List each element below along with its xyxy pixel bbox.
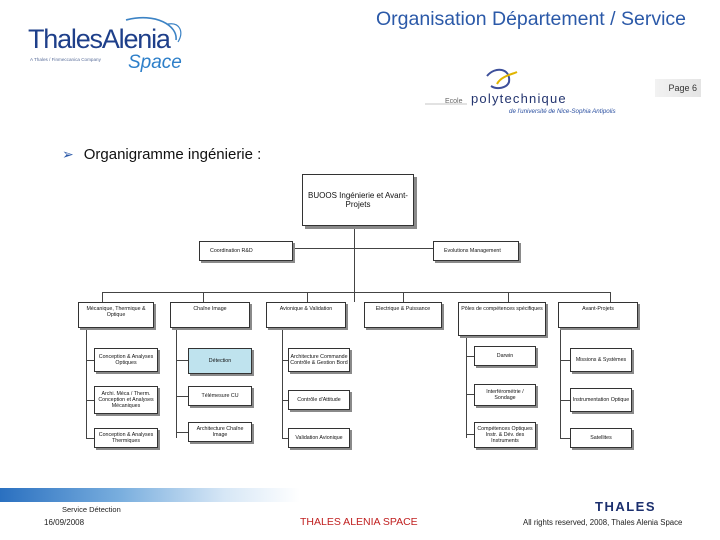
org-box-service: Validation Avionique	[288, 428, 350, 448]
connector-line	[610, 292, 611, 302]
org-box-service: Archi. Méca / Therm. Conception et Analy…	[94, 386, 158, 414]
org-box-service: Darwin	[474, 346, 536, 366]
svg-text:polytechnique: polytechnique	[471, 91, 567, 106]
connector-line	[292, 248, 434, 249]
thales-alenia-space-logo: ThalesAlenia A Thales / Finmeccanica Com…	[28, 16, 182, 73]
footer-rights-a: All rights reserved,	[523, 518, 588, 527]
footer-company: THALES ALENIA SPACE	[300, 516, 418, 528]
svg-text:Ecole: Ecole	[445, 98, 463, 105]
connector-line	[176, 360, 188, 361]
org-box-service-highlighted: Détection	[188, 348, 252, 374]
connector-line	[508, 292, 509, 302]
connector-line	[86, 328, 87, 438]
connector-line	[86, 400, 94, 401]
connector-line	[307, 292, 308, 302]
footer-service-label: Service Détection	[62, 505, 121, 514]
connector-line	[560, 400, 570, 401]
connector-line	[176, 396, 188, 397]
org-box-service: Architecture Chaîne Image	[188, 422, 252, 442]
svg-text:THALES: THALES	[595, 500, 656, 512]
connector-line	[466, 356, 474, 357]
connector-line	[176, 432, 188, 433]
page-title: Organisation Département / Service	[376, 8, 686, 30]
connector-line	[560, 360, 570, 361]
connector-line	[282, 328, 283, 438]
footer-date: 16/09/2008	[44, 518, 85, 527]
connector-line	[354, 228, 355, 302]
arrow-bullet-icon: ➢	[62, 146, 74, 162]
org-box-service: Architecture Commande Contrôle & Gestion…	[288, 348, 350, 372]
section-heading-text: Organigramme ingénierie :	[83, 146, 262, 163]
svg-text:A Thales / Finmeccanica Compan: A Thales / Finmeccanica Company	[30, 57, 102, 62]
org-chart: BUOOS Ingénierie et Avant-Projets Coordi…	[62, 168, 662, 458]
connector-line	[102, 292, 610, 293]
connector-line	[203, 292, 204, 302]
svg-text:Space: Space	[128, 52, 182, 73]
page-number: Page 6	[655, 79, 701, 97]
org-box-service: Contrôle d'Attitude	[288, 390, 350, 410]
org-box-service: Instrumentation Optique	[570, 388, 632, 412]
connector-line	[282, 400, 288, 401]
polytechnique-logo: Ecole polytechnique de l'université de N…	[425, 68, 616, 115]
thales-logo: THALES	[595, 500, 656, 512]
connector-line	[466, 328, 467, 438]
org-box-evolutions: Evolutions Management	[433, 241, 519, 261]
footer-rights-b: 2008, Thales Alenia Space	[589, 518, 683, 527]
connector-line	[282, 438, 288, 439]
org-box-service: Conception & Analyses Optiques	[94, 348, 158, 372]
connector-line	[102, 292, 103, 302]
footer-rights: All rights reserved, 2008, Thales Alenia…	[523, 518, 682, 527]
connector-line	[560, 438, 570, 439]
org-box-service: Missions & Systèmes	[570, 348, 632, 372]
connector-line	[560, 328, 561, 438]
org-box-service: Interférométrie / Sondage	[474, 384, 536, 406]
connector-line	[466, 434, 474, 435]
org-box-top: BUOOS Ingénierie et Avant-Projets	[302, 174, 414, 226]
org-box-dept: Pôles de compétences spécifiques	[458, 302, 546, 336]
section-heading: ➢ Organigramme ingénierie :	[62, 146, 261, 163]
org-box-dept: Chaîne Image	[170, 302, 250, 328]
connector-line	[176, 328, 177, 438]
org-box-service: Satellites	[570, 428, 632, 448]
connector-line	[86, 438, 94, 439]
org-box-dept: Avant-Projets	[558, 302, 638, 328]
org-box-dept: Mécanique, Thermique & Optique	[78, 302, 154, 328]
connector-line	[466, 394, 474, 395]
svg-text:ThalesAlenia: ThalesAlenia	[28, 24, 172, 54]
org-box-service: Télémesure CU	[188, 386, 252, 406]
connector-line	[86, 360, 94, 361]
org-box-dept: Electrique & Puissance	[364, 302, 442, 328]
org-box-coordination: Coordination R&D	[199, 241, 293, 261]
svg-text:de l'université de Nice-Sophia: de l'université de Nice-Sophia Antipolis	[509, 108, 616, 115]
org-box-dept: Avionique & Validation	[266, 302, 346, 328]
org-box-service: Conception & Analyses Thermiques	[94, 428, 158, 448]
connector-line	[403, 292, 404, 302]
connector-line	[282, 360, 288, 361]
org-box-service: Compétences Optiques Instr. & Dév. des I…	[474, 422, 536, 448]
footer-band	[0, 488, 300, 502]
